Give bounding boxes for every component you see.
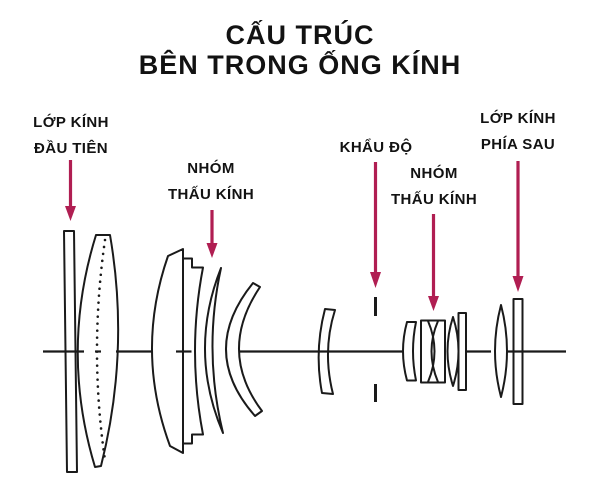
label-front-glass: LỚP KÍNH ĐẦU TIÊN — [33, 110, 109, 162]
rear-biconvex-element — [494, 304, 508, 398]
label-rear-glass-line1: LỚP KÍNH — [480, 110, 556, 127]
group2-meniscus-element — [402, 321, 417, 382]
label-lens-group-1-line1: NHÓM — [187, 160, 235, 177]
label-lens-group-1: NHÓM THẤU KÍNH — [168, 156, 254, 208]
group2-flat-plate — [457, 312, 467, 391]
lens-group-2 — [402, 312, 467, 391]
label-lens-group-2-line1: NHÓM — [410, 165, 458, 182]
group1-thin-meniscus-element — [204, 267, 224, 434]
title-line-2: BÊN TRONG ỐNG KÍNH — [138, 50, 462, 80]
group2-biconvex-element — [446, 316, 460, 387]
label-lens-group-1-line2: THẤU KÍNH — [167, 186, 255, 203]
arrow-head-icon — [206, 243, 218, 258]
arrow-front-glass — [65, 160, 76, 221]
arrow-aperture — [370, 162, 381, 288]
front-glass-element — [63, 230, 78, 473]
group2-cemented-block — [420, 319, 446, 384]
arrow-lens-group-1 — [206, 210, 218, 258]
arrow-head-icon — [512, 276, 524, 292]
label-front-glass-line2: ĐẦU TIÊN — [33, 140, 109, 157]
label-aperture: KHẨU ĐỘ — [340, 135, 413, 161]
label-lens-group-2: NHÓM THẤU KÍNH — [391, 161, 477, 213]
arrow-head-icon — [428, 296, 439, 311]
group1-rear-meniscus-element — [225, 282, 263, 417]
arrow-lens-group-2 — [428, 214, 439, 311]
label-lens-group-2-line2: THẤU KÍNH — [390, 191, 478, 208]
label-aperture-line1: KHẨU ĐỘ — [339, 139, 413, 156]
group2-block-interface-2 — [430, 320, 439, 383]
arrow-head-icon — [65, 206, 76, 221]
label-front-glass-line1: LỚP KÍNH — [33, 114, 109, 131]
arrow-head-icon — [370, 272, 381, 288]
diagram-title: CẤU TRÚC BÊN TRONG ỐNG KÍNH — [0, 20, 600, 80]
label-rear-glass: LỚP KÍNH PHÍA SAU — [480, 106, 556, 158]
arrow-rear-glass — [512, 161, 524, 292]
lens-group-1 — [151, 248, 263, 454]
title-line-1: CẤU TRÚC — [225, 20, 375, 50]
group1-flanged-element — [182, 257, 204, 445]
label-rear-glass-line2: PHÍA SAU — [480, 136, 556, 153]
group1-meniscus-element — [151, 248, 184, 454]
group2-block-interface-1 — [427, 320, 436, 383]
